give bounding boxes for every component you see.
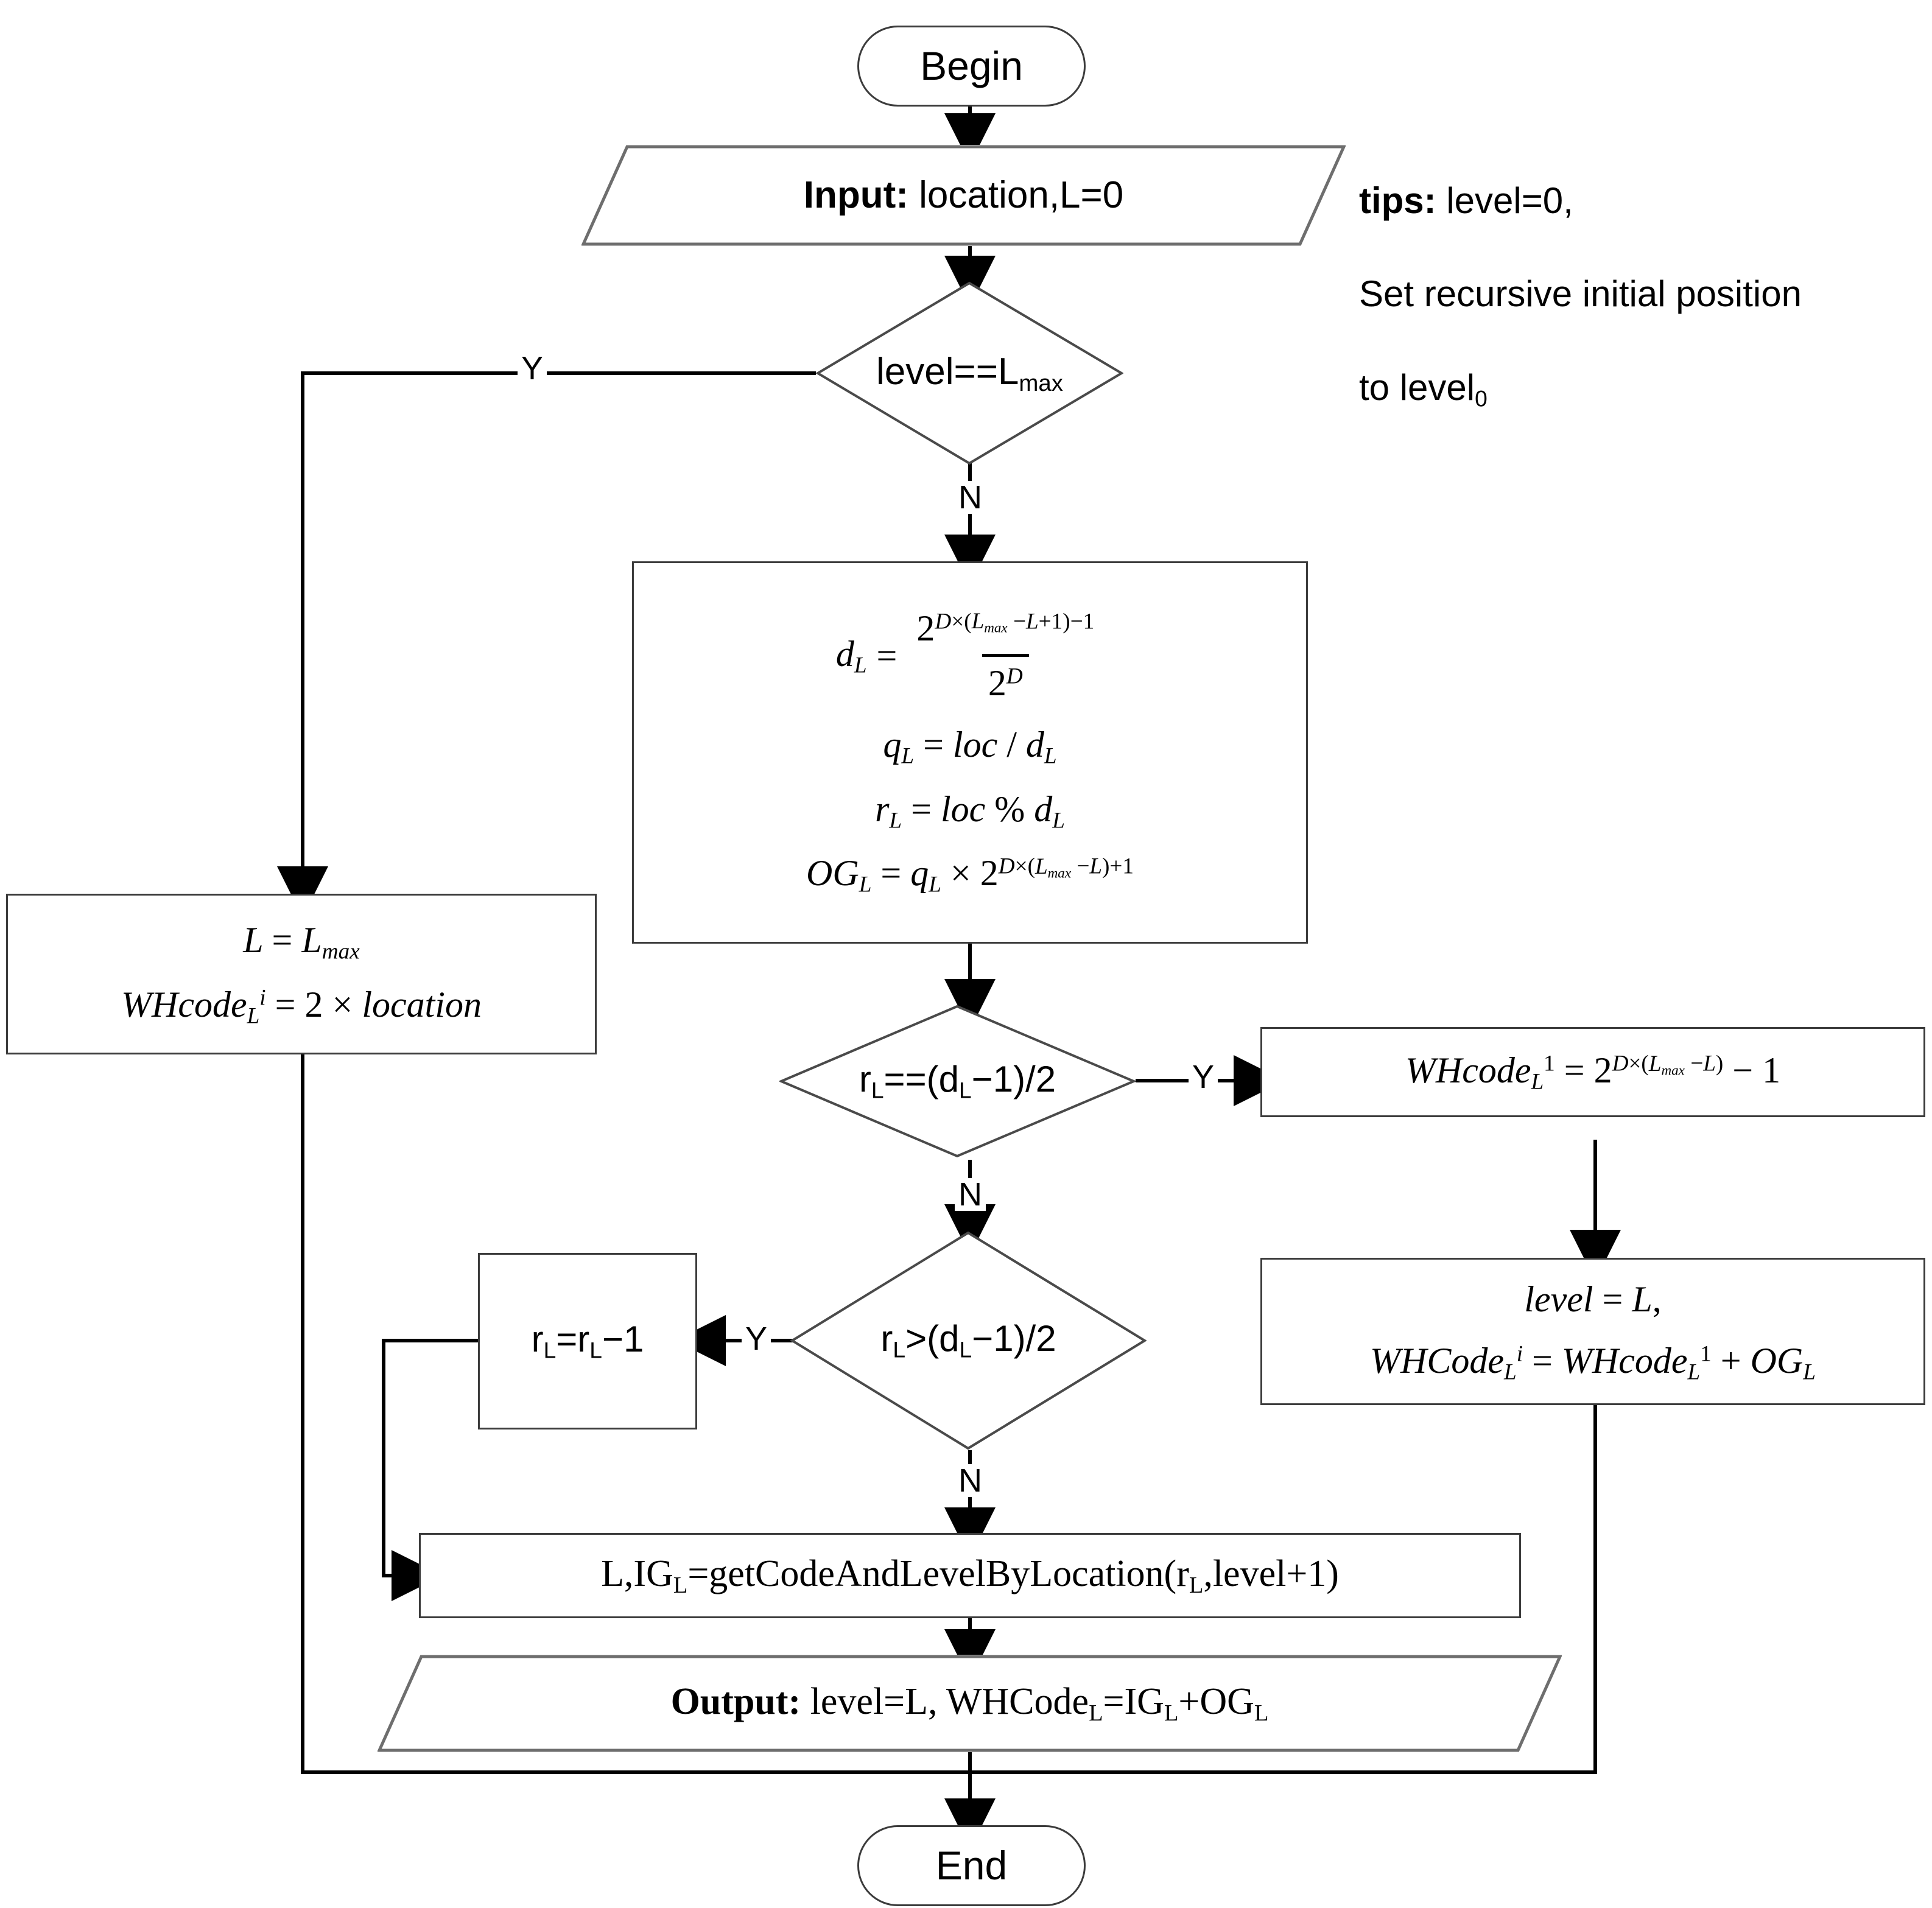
- decision-req-sub2: L: [958, 1077, 972, 1103]
- tips-line2: Set recursive initial position: [1359, 273, 1802, 315]
- decision-req-lhs: r: [859, 1059, 871, 1100]
- decision-req-end: −1)/2: [971, 1059, 1056, 1100]
- recursive-call-label: L,IGL=getCodeAndLevelByLocation(rL,level…: [601, 1552, 1339, 1599]
- edge-label-gt-yes: Y: [742, 1322, 771, 1355]
- tips-bold: tips:: [1359, 180, 1436, 221]
- decision-gt-sub1: L: [893, 1336, 906, 1363]
- formula-level-eq-l: level = L,: [1524, 1278, 1662, 1319]
- diamond-shape-gt: [790, 1231, 1147, 1450]
- node-begin[interactable]: Begin: [857, 26, 1086, 107]
- formula-dl: dL = 2D×(Lmax −L+1)−1 2D: [836, 606, 1104, 706]
- decrement-mid: =r: [556, 1319, 590, 1360]
- node-compute[interactable]: dL = 2D×(Lmax −L+1)−1 2D qL = loc / dL r…: [632, 561, 1308, 944]
- node-output[interactable]: Output: level=L, WHCodeL=IGL+OGL: [378, 1655, 1562, 1752]
- formula-ogl: OGL = qL × 2D×(Lmax −L)+1: [806, 853, 1134, 897]
- recurse-end: ,level+1): [1203, 1553, 1339, 1595]
- node-begin-label: Begin: [920, 43, 1023, 88]
- decision-req-mid: ==(d: [883, 1059, 959, 1100]
- recurse-sub2: L: [1189, 1572, 1204, 1598]
- tips-line3-text: to level: [1359, 367, 1475, 408]
- decision-gt-label: rL>(dL−1)/2: [790, 1231, 1147, 1450]
- edge-label-level-yes: Y: [518, 352, 547, 385]
- edge-label-level-no: N: [955, 481, 986, 514]
- edge-label-gt-no: N: [955, 1464, 986, 1497]
- output-sub1: L: [1089, 1700, 1103, 1726]
- output-label: Output: level=L, WHCodeL=IGL+OGL: [671, 1680, 1269, 1727]
- tips-line3: to level0: [1359, 365, 1907, 413]
- tips-line3-sub: 0: [1475, 385, 1488, 412]
- recurse-mid: =getCodeAndLevelByLocation(r: [687, 1553, 1189, 1595]
- node-decision-gt[interactable]: rL>(dL−1)/2: [790, 1231, 1147, 1450]
- decision-gt-end: −1)/2: [972, 1318, 1056, 1359]
- decision-gt-sub2: L: [959, 1336, 972, 1363]
- recurse-lhs: L,IG: [601, 1553, 673, 1595]
- decrement-end: −1: [602, 1319, 644, 1360]
- formula-whcode-sum: WHCodeLi = WHcodeL1 + OGL: [1370, 1340, 1816, 1384]
- formula-l-eq-lmax: L = Lmax: [243, 920, 360, 964]
- edge-label-req-no: N: [955, 1178, 986, 1211]
- recurse-sub1: L: [673, 1572, 688, 1598]
- decision-gt-mid: >(d: [905, 1318, 960, 1359]
- node-decision-req[interactable]: rL==(dL−1)/2: [779, 1005, 1136, 1158]
- formula-rl: rL = loc % dL: [875, 788, 1065, 833]
- node-end[interactable]: End: [857, 1825, 1086, 1906]
- output-mid: =IG: [1103, 1681, 1164, 1723]
- decision-req-label: rL==(dL−1)/2: [779, 1005, 1136, 1158]
- node-whcode-assign[interactable]: WHcodeL1 = 2D×(Lmax −L) − 1: [1260, 1027, 1925, 1117]
- parallelogram-shape: [581, 145, 1346, 246]
- diamond-shape-req: [779, 1005, 1136, 1158]
- decision-level-label: level==Lmax: [816, 281, 1123, 465]
- tips-annotation: tips: level=0, Set recursive initial pos…: [1359, 131, 1907, 460]
- formula-whcode1: WHcodeL1 = 2D×(Lmax −L) − 1: [1405, 1050, 1781, 1095]
- node-input[interactable]: Input: location,L=0: [581, 145, 1346, 246]
- diamond-shape: [816, 281, 1123, 465]
- decision-level-text: level==L: [876, 350, 1019, 393]
- input-label-bold: Input:: [803, 174, 908, 217]
- output-plus: +OG: [1178, 1681, 1254, 1723]
- output-label-bold: Output:: [670, 1681, 801, 1723]
- decrement-lhs: r: [531, 1319, 544, 1360]
- node-decision-level[interactable]: level==Lmax: [816, 281, 1123, 465]
- node-recursive-call[interactable]: L,IGL=getCodeAndLevelByLocation(rL,level…: [419, 1533, 1521, 1618]
- decrement-sub1: L: [543, 1337, 557, 1363]
- output-sub2: L: [1164, 1700, 1179, 1726]
- decision-gt-lhs: r: [880, 1318, 893, 1359]
- decrement-label: rL=rL−1: [532, 1319, 644, 1363]
- decision-level-subscript: max: [1019, 370, 1063, 396]
- node-level-assign[interactable]: level = L, WHCodeLi = WHcodeL1 + OGL: [1260, 1258, 1925, 1405]
- node-decrement[interactable]: rL=rL−1: [478, 1253, 697, 1429]
- edge-label-req-yes: Y: [1189, 1061, 1218, 1093]
- parallelogram-shape-output: [378, 1655, 1562, 1752]
- tips-line1: level=0,: [1436, 180, 1573, 221]
- node-end-label: End: [935, 1842, 1008, 1888]
- node-input-text: Input: location,L=0: [804, 174, 1123, 216]
- node-left-assign[interactable]: L = Lmax WHcodeLi = 2 × location: [6, 894, 597, 1054]
- output-sub3: L: [1254, 1700, 1269, 1726]
- output-label-rest: level=L, WHCode: [801, 1681, 1089, 1723]
- input-label-rest: location,L=0: [908, 174, 1124, 217]
- decrement-sub2: L: [589, 1337, 602, 1363]
- formula-whcode-location: WHcodeLi = 2 × location: [121, 984, 482, 1029]
- decision-req-sub1: L: [871, 1077, 884, 1103]
- formula-ql: qL = loc / dL: [883, 724, 1057, 769]
